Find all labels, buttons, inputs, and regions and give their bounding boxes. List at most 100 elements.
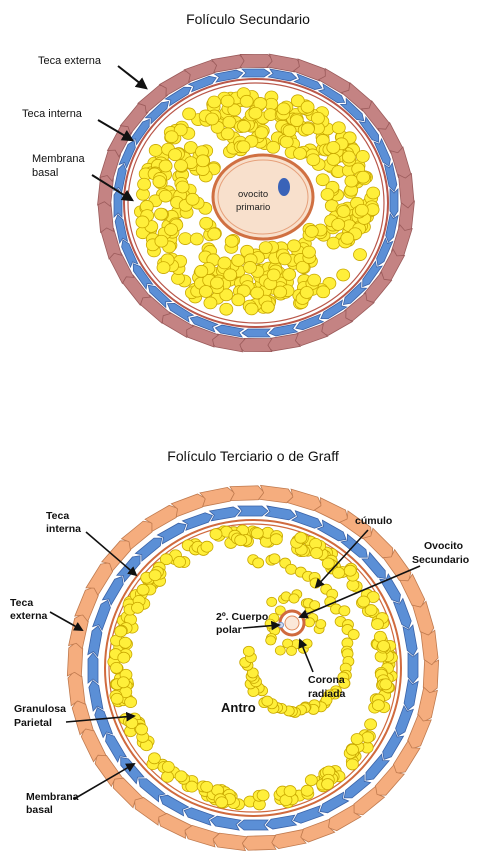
- granulosa-cell: [204, 297, 217, 309]
- granulosa-cell: [278, 253, 291, 265]
- granulosa-parietal-cell: [125, 697, 137, 708]
- granulosa-cell: [321, 189, 334, 201]
- teca-externa-label-2b: externa: [10, 610, 48, 622]
- granulosa-cell: [341, 232, 354, 244]
- granulosa-parietal-cell: [284, 786, 296, 797]
- granulosa-cell: [251, 287, 264, 299]
- granulosa-cell: [232, 255, 245, 267]
- granulosa-parietal-cell: [351, 733, 363, 744]
- teca-interna-cell-2: [88, 653, 98, 683]
- granulosa-parietal-cell: [380, 679, 392, 690]
- granulosa-cell: [159, 190, 172, 202]
- granulosa-cell: [244, 261, 257, 273]
- granulosa-cell: [199, 286, 212, 298]
- teca-interna-cell-2: [265, 815, 296, 830]
- teca-externa-cell-2: [200, 486, 236, 506]
- granulosa-cell: [232, 294, 245, 306]
- granulosa-cell: [224, 269, 237, 281]
- cumulus-cell: [243, 646, 254, 656]
- cumulus-cell: [262, 696, 273, 706]
- granulosa-cell: [300, 287, 313, 299]
- granulosa-parietal-cell: [358, 596, 370, 607]
- granulosa-cell: [337, 206, 350, 218]
- granulosa-cell: [356, 150, 369, 162]
- granulosa-parietal-cell: [117, 677, 129, 688]
- membrana-basal-label-2b: basal: [26, 804, 53, 816]
- teca-interna-label: Teca interna: [22, 108, 83, 120]
- granulosa-cell: [311, 112, 324, 124]
- corona-radiata-cell: [287, 646, 297, 655]
- granulosa-cell: [179, 233, 192, 245]
- granulosa-parietal-cell: [305, 775, 317, 786]
- granulosa-parietal-cell: [210, 529, 222, 540]
- granulosa-cell: [342, 151, 355, 163]
- granulosa-parietal-cell: [365, 719, 377, 730]
- granulosa-cell: [200, 217, 213, 229]
- granulosa-cell: [327, 142, 340, 154]
- tertiary-follicle-diagram: Folículo Terciario o de Graff cúmulo Tec…: [10, 448, 469, 851]
- cumulus-cell: [269, 554, 280, 564]
- granulosa-parietal-cell: [149, 570, 161, 581]
- tertiary-follicle-title: Folículo Terciario o de Graff: [167, 448, 339, 464]
- teca-interna-cell-2: [393, 598, 413, 630]
- granulosa-cell: [155, 208, 168, 220]
- cumulus-cell: [253, 558, 264, 568]
- teca-externa-cell-2: [421, 630, 439, 665]
- granulosa-parietal-cell: [201, 541, 213, 552]
- granulosa-cell: [283, 125, 296, 137]
- granulosa-cell: [305, 225, 318, 237]
- granulosa-parietal-cell: [111, 662, 123, 673]
- granulosa-cell: [354, 249, 367, 261]
- granulosa-cell: [223, 116, 236, 128]
- granulosa-cell: [267, 141, 280, 153]
- granulosa-cell: [267, 269, 280, 281]
- granulosa-cell: [153, 176, 166, 188]
- granulosa-parietal-cell: [257, 790, 269, 801]
- teca-externa-label: Teca externa: [38, 55, 102, 67]
- teca-interna-cell-2: [408, 653, 418, 683]
- corona-radiata-cell: [316, 620, 326, 629]
- granulosa-parietal-cell: [270, 534, 282, 545]
- ovocito-primario-label-2: primario: [236, 202, 270, 213]
- granulosa-cell: [327, 154, 340, 166]
- cuerpo-polar-label-1: 2º. Cuerpo: [216, 611, 268, 623]
- granulosa-parietal-cell: [174, 556, 186, 567]
- granulosa-parietal-cell: [132, 602, 144, 613]
- granulosa-cell: [155, 235, 168, 247]
- membrana-basal-label-2a: Membrana: [26, 791, 79, 803]
- teca-externa-label-2a: Teca: [10, 597, 33, 609]
- granulosa-cell: [195, 265, 208, 277]
- granulosa-parietal-cell: [201, 781, 213, 792]
- teca-interna-cell-2: [88, 625, 103, 656]
- granulosa-cell: [245, 303, 258, 315]
- granulosa-cell: [176, 181, 189, 193]
- granulosa-cell: [316, 174, 329, 186]
- granulosa-parietal-cell: [118, 652, 130, 663]
- granulosa-parietal-cell: [333, 567, 345, 578]
- corona-radiata-cell: [275, 646, 285, 655]
- granulosa-cell: [149, 144, 162, 156]
- granulosa-cell: [303, 246, 316, 258]
- cumulo-label: cúmulo: [355, 515, 392, 527]
- granulosa-cell: [237, 120, 250, 132]
- antro-label: Antro: [221, 700, 256, 715]
- granulosa-cell: [169, 149, 182, 161]
- granulosa-parietal-cell: [378, 640, 390, 651]
- ovocito-secundario-label-1: Ovocito: [424, 540, 463, 552]
- teca-interna-cell-2: [93, 706, 113, 738]
- granulosa-cell: [307, 154, 320, 166]
- teca-interna-cell: [390, 189, 398, 217]
- granulosa-cell: [138, 178, 151, 190]
- corona-radiada-label-1: Corona: [308, 674, 345, 686]
- granulosa-cell: [277, 103, 290, 115]
- granulosa-cell: [225, 235, 238, 247]
- teca-interna-cell-2: [88, 680, 103, 711]
- granulosa-cell: [165, 131, 178, 143]
- granulosa-cell: [332, 219, 345, 231]
- granulosa-cell: [218, 257, 231, 269]
- granulosa-cell: [183, 108, 196, 120]
- granulosa-parietal-cell: [136, 724, 148, 735]
- polar-body: [278, 622, 283, 627]
- granulosa-cell: [280, 136, 293, 148]
- granulosa-cell: [355, 204, 368, 216]
